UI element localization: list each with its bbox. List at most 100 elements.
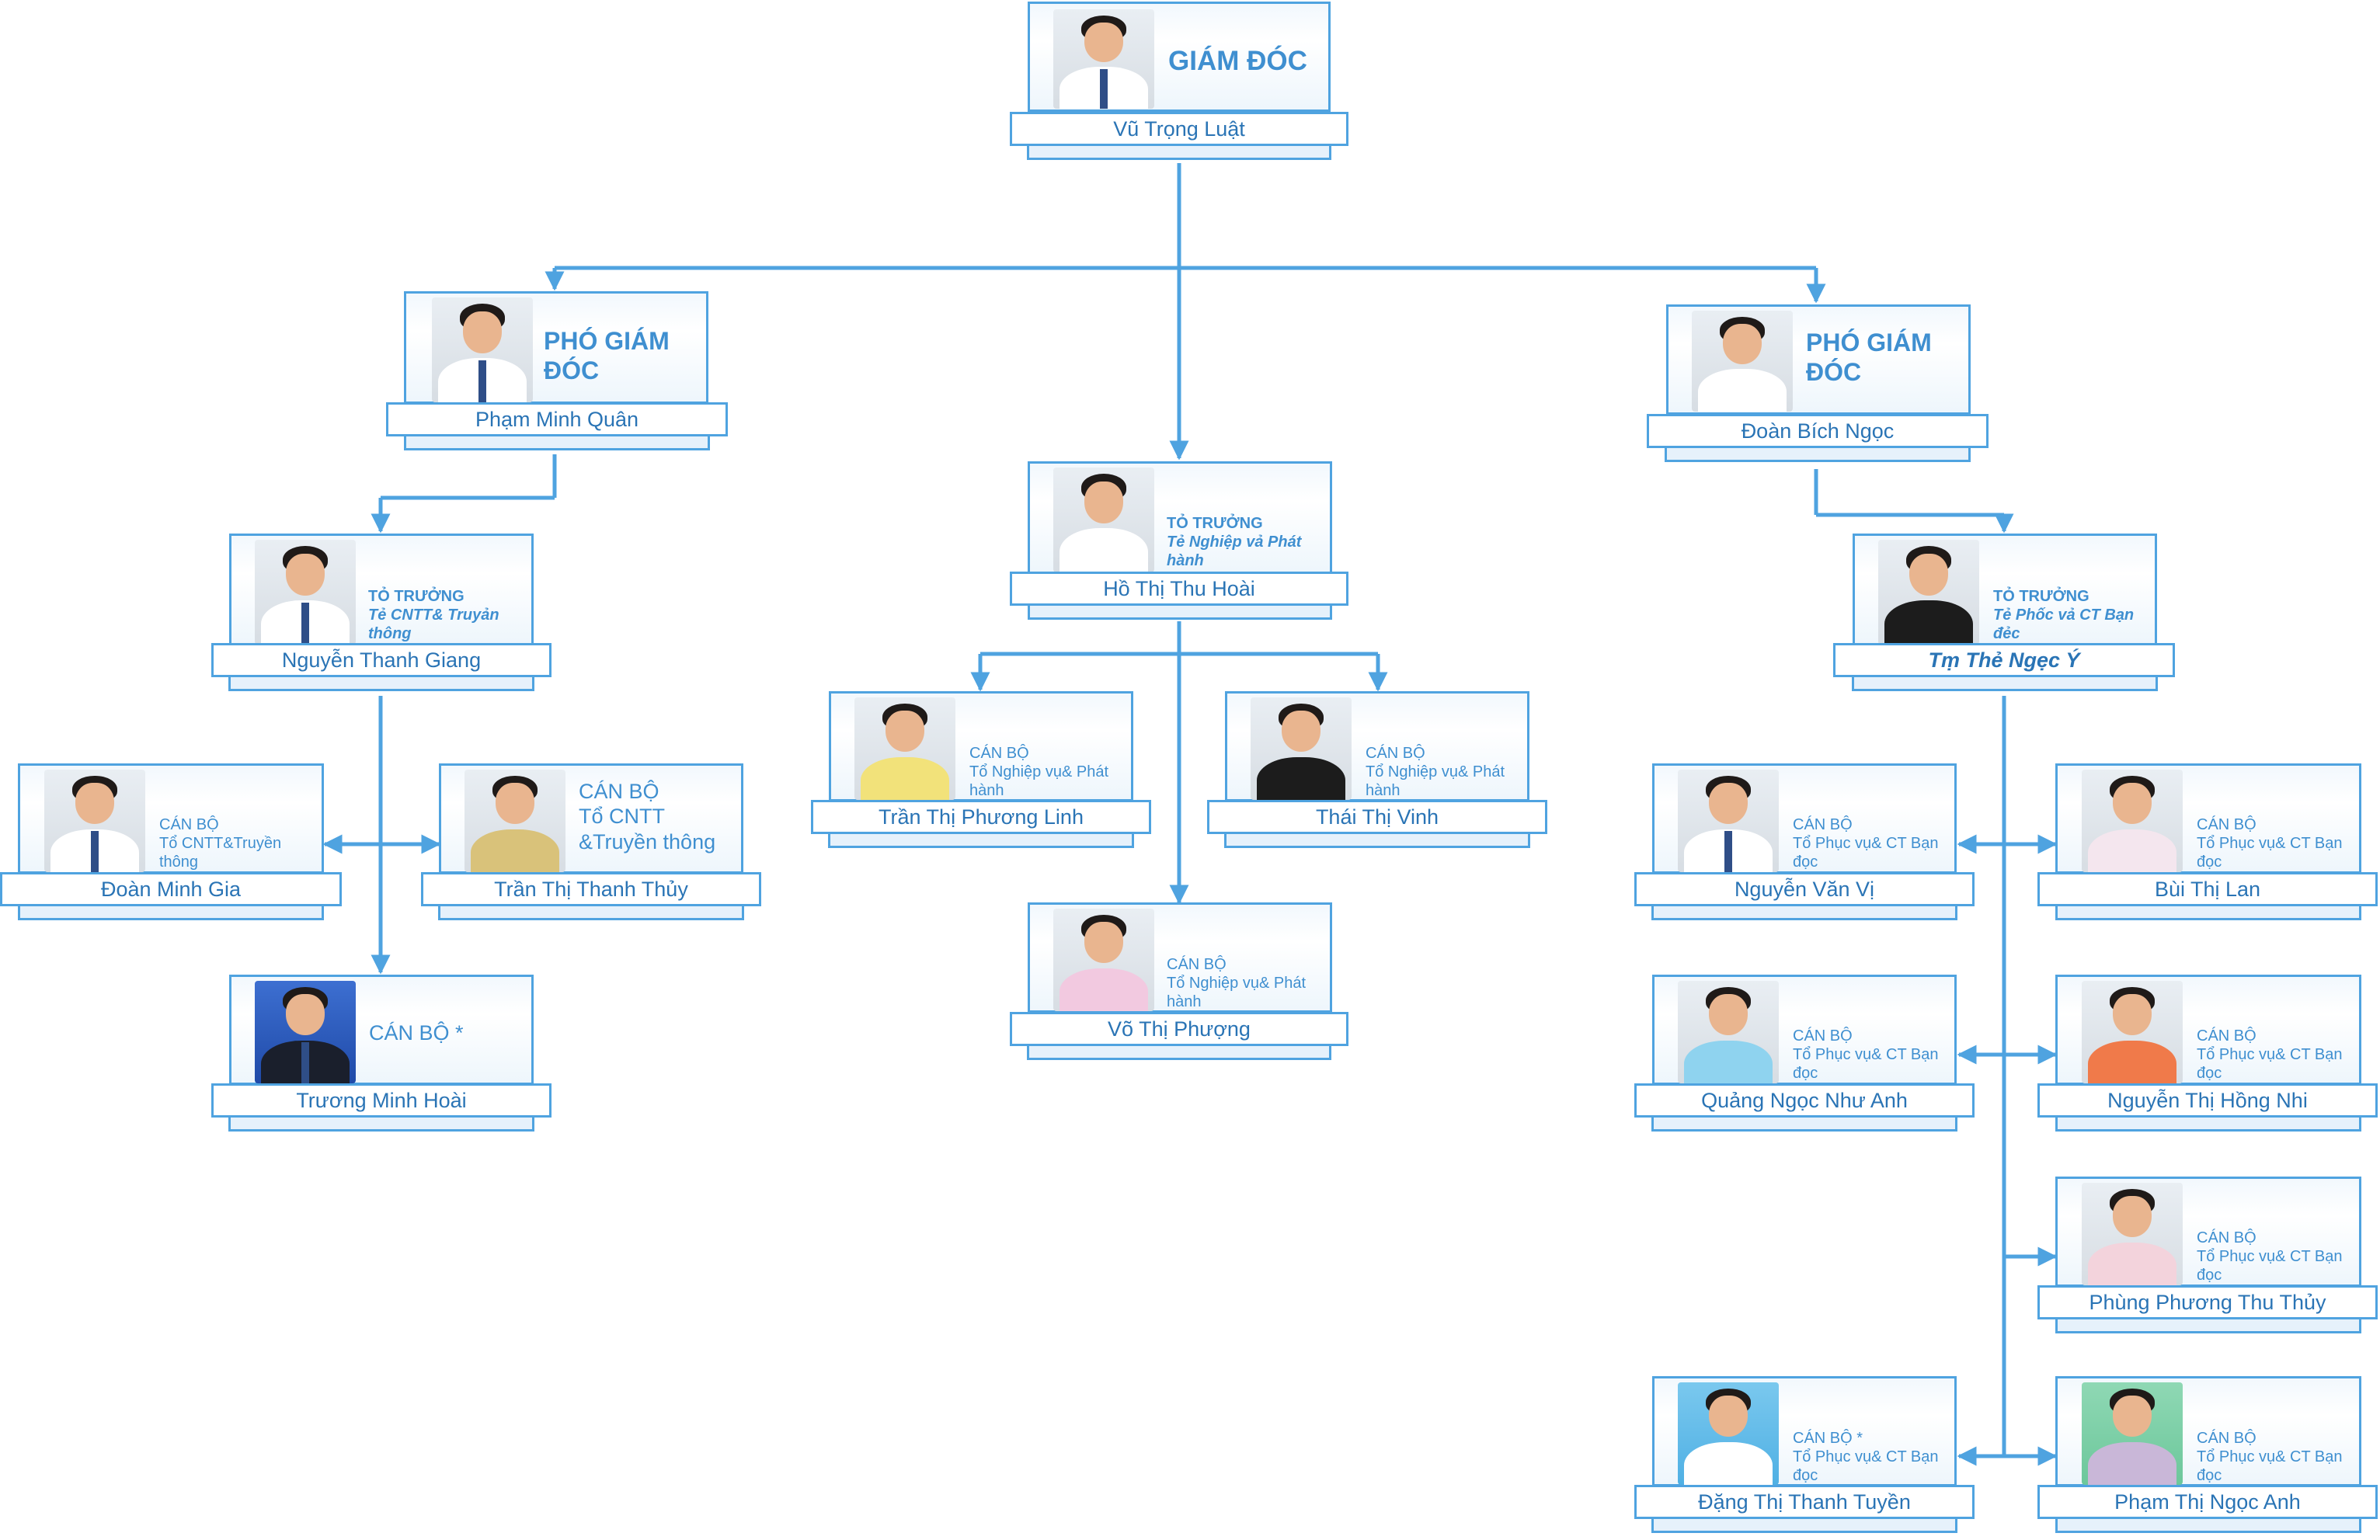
plate-shadow	[2055, 906, 2361, 920]
name-label: Trần Thị Phương Linh	[811, 800, 1151, 834]
role-label: CÁN BỘ	[1167, 956, 1227, 973]
portrait-photo	[465, 770, 565, 872]
name-label: Võ Thị Phượng	[1010, 1012, 1348, 1046]
name-label: Bùi Thị Lan	[2037, 872, 2378, 906]
plate-shadow	[404, 436, 710, 450]
plate-shadow	[2055, 1118, 2361, 1132]
role-text: CÁN BỘ Tổ Phục vụ& CT Bạn đọc	[2197, 1027, 2356, 1083]
dept-label: Tổ Phục vụ& CT Bạn đọc	[2197, 835, 2343, 871]
dept-label: Tổ Nghiệp vụ& Phát hành	[969, 763, 1108, 799]
role-label: TỎ TRƯỞNG	[368, 588, 465, 605]
role-label: CÁN BỘ	[2197, 1430, 2256, 1447]
role-text: CÁN BỘ *	[369, 1020, 524, 1045]
role-label: TỎ TRƯỞNG	[1167, 515, 1263, 532]
name-label: Phạm Thị Ngọc Anh	[2037, 1485, 2378, 1519]
role-label: CÁN BỘ	[159, 816, 219, 833]
dept-label: Tẻ CNTT& Truyản thông	[368, 607, 499, 642]
role-label: CÁN BỘ	[969, 745, 1029, 762]
role-label: CÁN BỘ	[2197, 1229, 2256, 1246]
portrait-photo	[2082, 770, 2183, 872]
role-text: CÁN BỘ Tổ CNTT &Truyền thông	[579, 779, 738, 854]
plate-shadow	[2055, 1519, 2361, 1533]
portrait-photo	[432, 297, 533, 402]
role-text: CÁN BỘ Tổ Phục vụ& CT Bạn đọc	[1793, 1027, 1952, 1083]
portrait-photo	[1678, 1382, 1779, 1485]
role-label: CÁN BỘ	[579, 780, 659, 803]
dept-label: Tổ Nghiệp vụ& Phát hành	[1366, 763, 1505, 799]
name-label: Đặng Thị Thanh Tuyền	[1634, 1485, 1975, 1519]
plate-shadow	[228, 1118, 534, 1132]
plate-shadow	[1224, 834, 1530, 848]
name-label: Vũ Trọng Luật	[1010, 112, 1348, 146]
role-text: CÁN BỘ Tổ Phục vụ& CT Bạn đọc	[1793, 815, 1952, 871]
name-label: Phùng Phương Thu Thủy	[2037, 1285, 2378, 1319]
role-text: CÁN BỘ Tổ Nghiệp vụ& Phát hành	[1167, 955, 1326, 1011]
name-label: Tṃ Thẻ Ngẹc Ý	[1833, 643, 2175, 677]
plate-shadow	[1651, 906, 1957, 920]
role-text: CÁN BỘ Tổ CNTT&Truyền thông	[159, 815, 318, 871]
name-label: Nguyễn Thị Hồng Nhi	[2037, 1083, 2378, 1118]
role-label: CÁN BỘ *	[1793, 1430, 1863, 1447]
portrait-photo	[255, 981, 356, 1083]
role-label: CÁN BỘ *	[369, 1021, 464, 1045]
name-label: Hồ Thị Thu Hoài	[1010, 572, 1348, 606]
dept-label: Tổ Phục vụ& CT Bạn đọc	[1793, 835, 1939, 871]
dept-label: Tổ Phục vụ& CT Bạn đọc	[1793, 1448, 1939, 1484]
plate-shadow	[1651, 1118, 1957, 1132]
plate-shadow	[18, 906, 324, 920]
role-label: CÁN BỘ	[2197, 1027, 2256, 1045]
role-title: GIÁM ĐÓC	[1168, 46, 1307, 76]
role-label: CÁN BỘ	[1793, 816, 1853, 833]
name-label: Thái Thị Vinh	[1207, 800, 1547, 834]
role-label: CÁN BỘ	[2197, 816, 2256, 833]
role-text: CÁN BỘ Tổ Phục vụ& CT Bạn đọc	[2197, 815, 2356, 871]
dept-label: Tổ Nghiệp vụ& Phát hành	[1167, 975, 1306, 1010]
name-label: Quảng Ngọc Như Anh	[1634, 1083, 1975, 1118]
portrait-photo	[255, 540, 356, 645]
dept-label: Tổ CNTT &Truyền thông	[579, 805, 716, 853]
plate-shadow	[1665, 448, 1971, 462]
role-text: CÁN BỘ Tổ Nghiệp vụ& Phát hành	[1366, 744, 1525, 800]
plate-shadow	[828, 834, 1134, 848]
plate-shadow	[1027, 146, 1331, 160]
portrait-photo	[1678, 770, 1779, 872]
plate-shadow	[2055, 1319, 2361, 1333]
portrait-photo	[854, 697, 955, 800]
role-text: CÁN BỘ Tổ Phục vụ& CT Bạn đọc	[2197, 1229, 2356, 1284]
role-title: PHÓ GIÁM ĐÓC	[544, 327, 670, 385]
role-title: PHÓ GIÁM ĐÓC	[1806, 329, 1932, 387]
role-label: CÁN BỘ	[1793, 1027, 1853, 1045]
role-text: TỎ TRƯỞNG Tẻ Nghiệp vả Phát hành	[1167, 514, 1326, 570]
dept-label: Tổ Phục vụ& CT Bạn đọc	[2197, 1248, 2343, 1284]
name-label: Trần Thị Thanh Thủy	[421, 872, 761, 906]
portrait-photo	[2082, 981, 2183, 1083]
name-label: Trương Minh Hoài	[211, 1083, 552, 1118]
role-text: TỎ TRƯỞNG Tẻ CNTT& Truyản thông	[368, 587, 527, 643]
plate-shadow	[438, 906, 744, 920]
plate-shadow	[1852, 677, 2158, 691]
portrait-photo	[2082, 1382, 2183, 1485]
role-text: CÁN BỘ * Tổ Phục vụ& CT Bạn đọc	[1793, 1429, 1952, 1485]
plate-shadow	[1028, 606, 1332, 620]
role-text: TỎ TRƯỞNG Tẻ Phốc vả CT Bạn đẻc	[1993, 587, 2152, 643]
portrait-photo	[1878, 540, 1979, 645]
portrait-photo	[1053, 9, 1154, 109]
portrait-photo	[1053, 468, 1154, 572]
dept-label: Tổ CNTT&Truyền thông	[159, 835, 282, 871]
plate-shadow	[1651, 1519, 1957, 1533]
dept-label: Tổ Phục vụ& CT Bạn đọc	[1793, 1046, 1939, 1082]
portrait-photo	[1251, 697, 1352, 800]
dept-label: Tổ Phục vụ& CT Bạn đọc	[2197, 1046, 2343, 1082]
portrait-photo	[2082, 1183, 2183, 1285]
name-label: Nguyễn Thanh Giang	[211, 643, 552, 677]
portrait-photo	[1692, 311, 1793, 412]
plate-shadow	[228, 677, 534, 691]
plate-shadow	[1027, 1046, 1331, 1060]
dept-label: Tẻ Phốc vả CT Bạn đẻc	[1993, 607, 2135, 642]
dept-label: Tẻ Nghiệp vả Phát hành	[1167, 534, 1302, 569]
role-text: CÁN BỘ Tổ Nghiệp vụ& Phát hành	[969, 744, 1129, 800]
role-label: CÁN BỘ	[1366, 745, 1425, 762]
name-label: Đoàn Minh Gia	[0, 872, 342, 906]
portrait-photo	[1678, 981, 1779, 1083]
